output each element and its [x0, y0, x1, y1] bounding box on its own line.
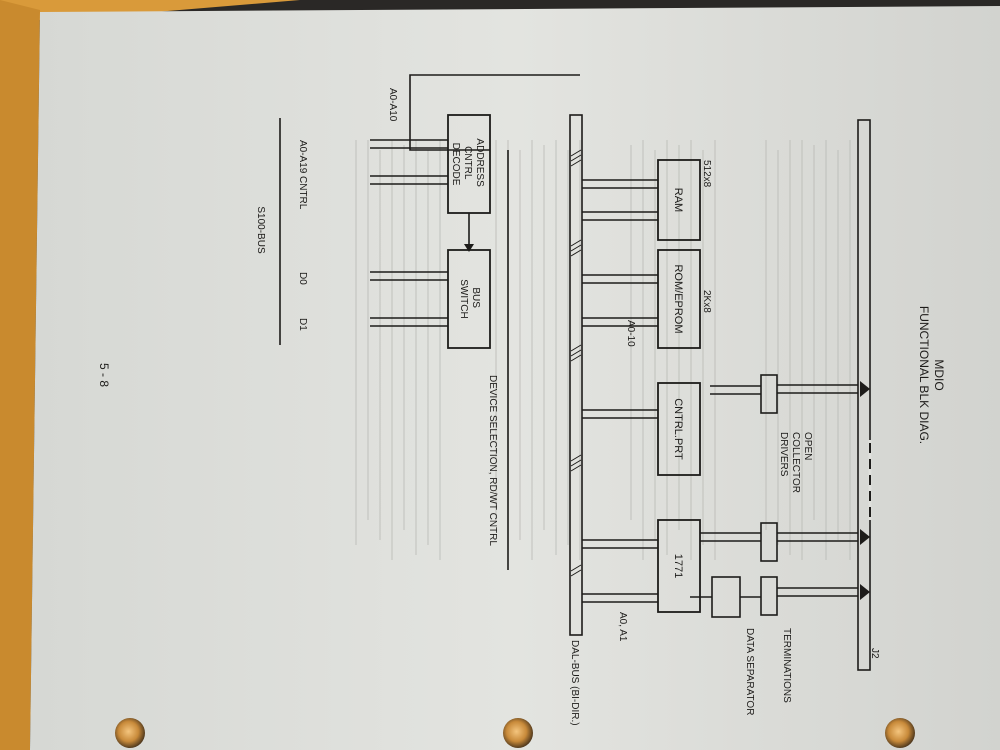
s100-connections — [370, 139, 448, 327]
binder-hole-2 — [503, 718, 533, 748]
open-collector-label: OPEN COLLECTOR DRIVERS — [778, 432, 813, 496]
rotated-page: MDIO FUNCTIONAL BLK DIAG. J2 OPEN COLLEC… — [97, 74, 946, 726]
binder-hole-1 — [115, 718, 145, 748]
folder-edge-left — [0, 0, 40, 750]
ram-size-label: 512x8 — [701, 160, 712, 188]
open-collector-box-2 — [760, 522, 778, 562]
dal-bus-hatching — [570, 149, 582, 577]
d0-label: D0 — [297, 272, 308, 285]
a0-a10-label: A0-A10 — [387, 88, 398, 122]
j2-connector — [857, 119, 871, 671]
ram-block — [657, 159, 701, 241]
binder-hole-3 — [885, 718, 915, 748]
terminations-label: TERMINATIONS — [781, 628, 792, 703]
arrowhead — [860, 529, 870, 545]
ram-label: RAM — [672, 188, 684, 212]
fdc-1771-block — [657, 519, 701, 613]
arrowhead — [464, 244, 474, 252]
diagram-subtitle: FUNCTIONAL BLK DIAG. — [917, 306, 931, 444]
cntrl-prt-label: CNTRL.PRT — [672, 398, 684, 460]
bus-switch-label: BUS SWITCH — [458, 279, 481, 318]
j2-label: J2 — [869, 648, 880, 659]
arrowhead — [860, 584, 870, 600]
address-decode-label: ADDRESS CNTRL DECODE — [450, 138, 485, 189]
paper-sheet — [30, 6, 1000, 750]
a0-10-label: A0-10 — [625, 320, 636, 347]
rom-block — [657, 249, 701, 349]
j2-interface-arrows — [690, 384, 858, 598]
a0-a19-label: A0-A19 — [297, 140, 308, 174]
cntrl-label: CNTRL — [297, 176, 308, 210]
dal-bus — [569, 114, 583, 636]
arrowhead — [860, 381, 870, 397]
page-number: 5 - 8 — [97, 363, 111, 387]
d1-label: D1 — [297, 318, 308, 331]
rom-label: ROM/EPROM — [672, 264, 684, 333]
a0-a10-route — [409, 74, 580, 151]
dal-bus-label: DAL-BUS (BI-DIR.) — [569, 640, 580, 726]
data-separator-label: DATA SEPARATOR — [744, 628, 755, 715]
rom-size-label: 2Kx8 — [701, 290, 712, 313]
cntrl-prt-block — [657, 382, 701, 476]
a0-a1-label: A0, A1 — [617, 612, 628, 642]
block-bus-connections — [582, 179, 658, 603]
device-selection-label: DEVICE SELECTION, RD/WT CNTRL — [487, 375, 498, 546]
fdc-1771-label: 1771 — [672, 554, 684, 578]
s100-bus-label: S100-BUS — [255, 206, 266, 254]
diagram-title: MDIO — [932, 359, 946, 390]
